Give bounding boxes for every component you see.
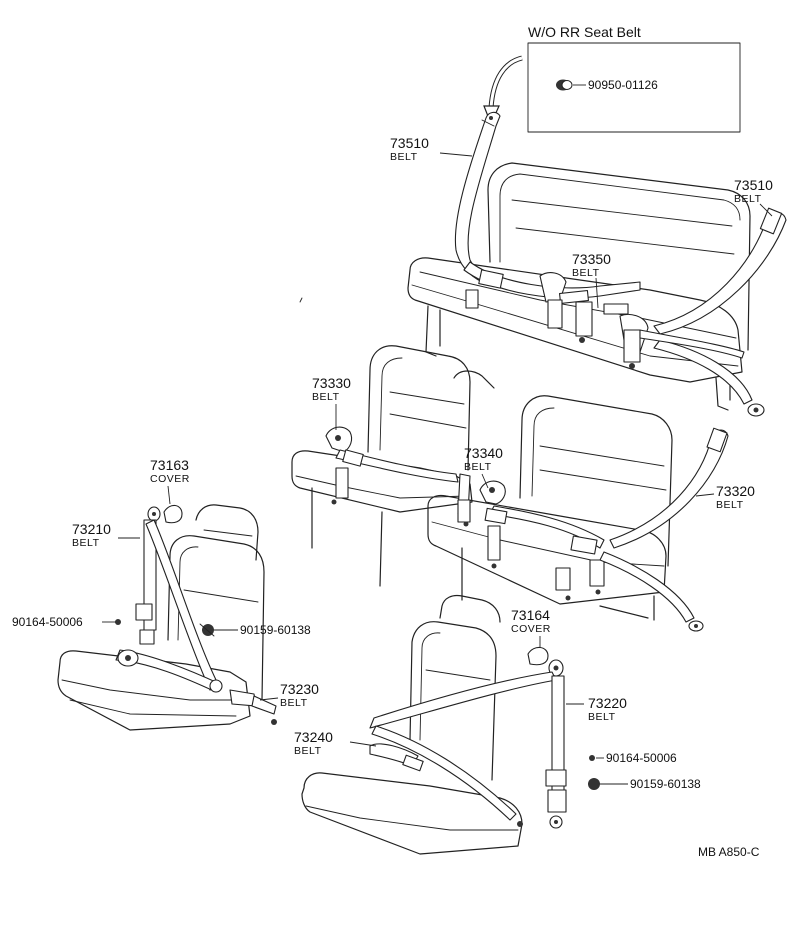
- part-name: COVER: [511, 623, 551, 635]
- part-number: 73330: [312, 375, 351, 391]
- part-name: BELT: [734, 193, 762, 205]
- part-number: 73350: [572, 251, 611, 267]
- leader-lines: [102, 152, 773, 785]
- part-name: BELT: [72, 537, 100, 549]
- callout-73210: 73210 BELT: [72, 521, 111, 549]
- part-number: 73164: [511, 607, 550, 623]
- bolt-icon: [199, 623, 215, 637]
- bolt-icon: [589, 755, 595, 761]
- part-name: BELT: [588, 711, 616, 723]
- part-name: COVER: [150, 473, 190, 485]
- part-number: 73163: [150, 457, 189, 473]
- front-left-seat: [57, 504, 265, 731]
- callout-73330: 73330 BELT: [312, 375, 351, 403]
- bolt-icon: [588, 778, 600, 790]
- part-number: 73510: [734, 177, 773, 193]
- middle-left-seat: [291, 345, 495, 587]
- inset-box: [527, 42, 741, 133]
- callout-73320: 73320 BELT: [716, 483, 755, 511]
- cover-73164-icon: [527, 646, 549, 666]
- bolt-icon: [115, 619, 121, 625]
- front-right-seat: [301, 594, 523, 855]
- inset-panel: W/O RR Seat Belt 90950-01126: [483, 24, 741, 133]
- part-number-90159-right: 90159-60138: [630, 777, 701, 791]
- part-name: BELT: [280, 697, 308, 709]
- part-name: BELT: [390, 151, 418, 163]
- part-name: BELT: [572, 267, 600, 279]
- callout-73510-right: 73510 BELT: [734, 177, 773, 205]
- callout-73163: 73163 COVER: [150, 457, 190, 485]
- callout-73340: 73340 BELT: [464, 445, 503, 473]
- part-name: BELT: [464, 461, 492, 473]
- callout-73230: 73230 BELT: [280, 681, 319, 709]
- part-number: 73510: [390, 135, 429, 151]
- callout-73164: 73164 COVER: [511, 607, 551, 635]
- part-number: 73220: [588, 695, 627, 711]
- part-name: BELT: [294, 745, 322, 757]
- callout-73510-left: 73510 BELT: [390, 135, 429, 163]
- part-number-90159-left: 90159-60138: [240, 623, 311, 637]
- plug-icon: [556, 79, 573, 91]
- stray-mark: [299, 297, 303, 303]
- callout-73240: 73240 BELT: [294, 729, 333, 757]
- inset-title: W/O RR Seat Belt: [528, 24, 641, 40]
- diagram-code: MB A850-C: [698, 845, 760, 859]
- middle-belt-assembly: [325, 426, 729, 632]
- part-number: 73320: [716, 483, 755, 499]
- rear-belt-assembly: [454, 111, 787, 417]
- part-number: 73210: [72, 521, 111, 537]
- part-name: BELT: [716, 499, 744, 511]
- part-number-90164-left: 90164-50006: [12, 615, 83, 629]
- cover-73163-icon: [163, 504, 183, 524]
- front-right-belt-assembly: [369, 646, 600, 829]
- part-name: BELT: [312, 391, 340, 403]
- part-number: 73240: [294, 729, 333, 745]
- front-left-belt-assembly: [115, 504, 277, 725]
- callout-73350: 73350 BELT: [572, 251, 611, 279]
- part-number-90950-01126: 90950-01126: [588, 78, 658, 92]
- part-number-90164-right: 90164-50006: [606, 751, 677, 765]
- callout-73220: 73220 BELT: [588, 695, 627, 723]
- part-number: 73340: [464, 445, 503, 461]
- part-number: 73230: [280, 681, 319, 697]
